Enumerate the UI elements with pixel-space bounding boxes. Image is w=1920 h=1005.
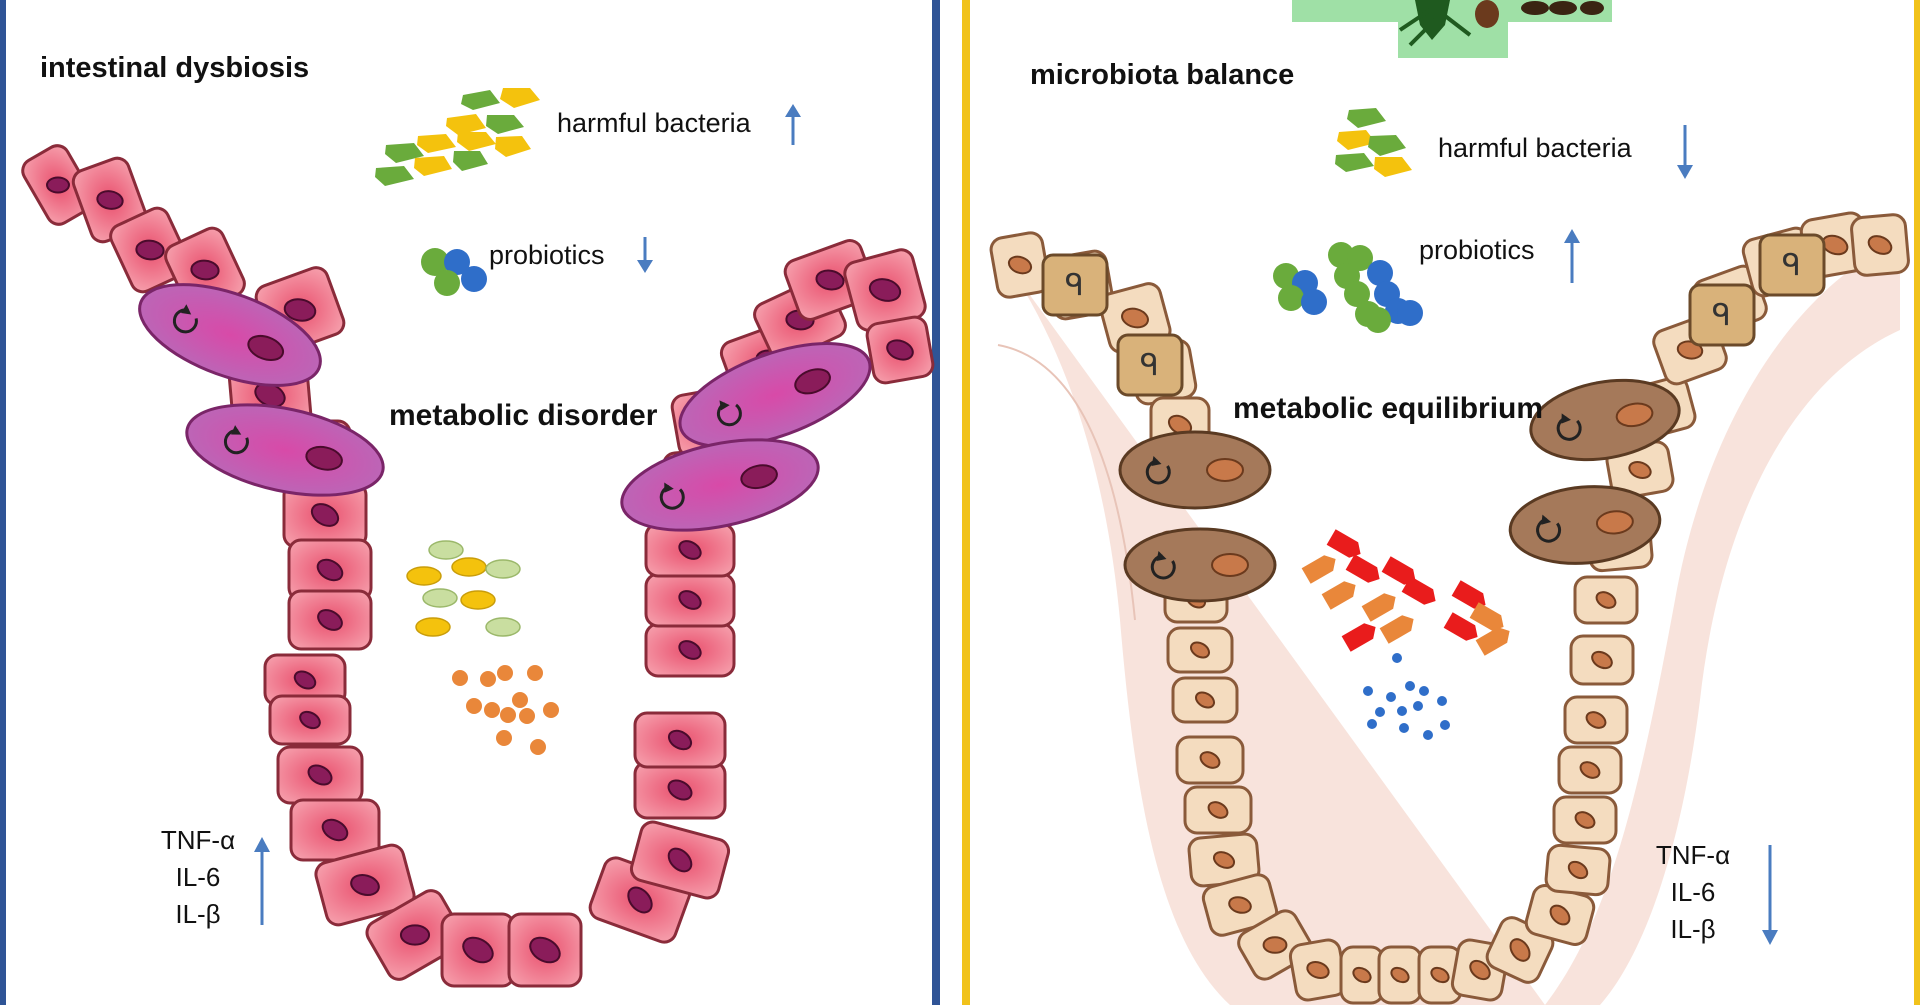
epithelial-cell (1569, 634, 1635, 686)
epithelial-cell (633, 760, 727, 820)
goblet-cell (138, 283, 322, 387)
right-panel-border (1914, 0, 1920, 1005)
herb-image-fragment (1292, 0, 1612, 58)
metabolites-right (1301, 529, 1510, 740)
epithelial-cell (268, 694, 352, 746)
epithelial-cell (644, 572, 736, 628)
epithelial-cell (440, 912, 516, 988)
epithelial-cell (1573, 575, 1639, 625)
epithelial-cell (1850, 213, 1910, 277)
right-cytokine-list: TNF-α IL-6 IL-β (1645, 837, 1741, 948)
left-panel-title: intestinal dysbiosis (40, 52, 310, 84)
harmful-bacteria-cluster-left (375, 88, 540, 186)
right-probiotics-label: probiotics (1419, 235, 1535, 265)
epithelial-cell (1187, 832, 1261, 888)
epithelial-cell (1377, 945, 1423, 1005)
right-cytokine-tnf: TNF-α (1655, 840, 1731, 870)
epithelial-cell (1201, 873, 1279, 937)
epithelial-cell (1288, 938, 1348, 1002)
svg-text:ᑫ: ᑫ (1065, 268, 1084, 303)
probiotics-cluster-left (421, 248, 487, 296)
epithelial-cell (287, 538, 373, 602)
left-cytokine-tnf: TNF-α (160, 825, 236, 855)
harmful-up-arrow-left (785, 104, 801, 145)
epithelial-cell (1175, 735, 1245, 785)
paneth-cell: ᑫ (1758, 233, 1826, 297)
epithelial-cell (1544, 843, 1612, 897)
paneth-cell: ᑫ (1688, 283, 1756, 347)
svg-text:ᑫ: ᑫ (1140, 348, 1159, 383)
epithelial-cell (1166, 626, 1234, 674)
right-panel-left-border (962, 0, 970, 1005)
epithelial-cell (287, 589, 373, 651)
goblet-cell (1118, 430, 1272, 510)
harmful-down-arrow-right (1677, 125, 1693, 179)
goblet-cell (1508, 485, 1662, 565)
left-cytokine-ilb: IL-β (175, 899, 221, 929)
right-cytokine-ilb: IL-β (1670, 914, 1716, 944)
probiotics-down-arrow-left (637, 237, 653, 273)
probiotics-cluster-right (1273, 242, 1423, 333)
epithelial-cell (1183, 785, 1253, 835)
epithelial-cell (289, 798, 381, 862)
epithelial-cell (1552, 795, 1618, 845)
probiotics-up-arrow-right (1564, 229, 1580, 283)
healthy-crypt: ᑫ ᑫ ᑫ ᑫ (989, 211, 1910, 1005)
right-harmful-bacteria-label: harmful bacteria (1438, 133, 1632, 163)
epithelial-cell (865, 315, 935, 385)
left-metabolic-label: metabolic disorder (389, 399, 658, 432)
cytokine-up-arrow-left (254, 837, 270, 925)
goblet-cell (620, 438, 820, 532)
left-panel-right-border (932, 0, 940, 1005)
right-panel-title: microbiota balance (1030, 59, 1295, 91)
left-probiotics-label: probiotics (489, 240, 605, 270)
left-harmful-bacteria-label: harmful bacteria (557, 108, 751, 138)
goblet-cell (1123, 527, 1277, 603)
epithelial-cell (507, 912, 583, 988)
paneth-cell: ᑫ (1116, 333, 1184, 397)
epithelial-cell (1524, 884, 1596, 946)
goblet-cell (1529, 378, 1681, 462)
right-cytokine-il6: IL-6 (1670, 877, 1716, 907)
epithelial-cell (1557, 745, 1623, 795)
harmful-bacteria-cluster-right (1335, 108, 1412, 177)
cytokine-down-arrow-right (1762, 845, 1778, 945)
epithelial-cell (629, 820, 731, 900)
left-cytokine-il6: IL-6 (175, 862, 221, 892)
epithelial-cell (314, 843, 416, 927)
right-metabolic-label: metabolic equilibrium (1233, 392, 1544, 425)
epithelial-cell (1171, 676, 1239, 724)
epithelial-cell (633, 711, 727, 769)
inflamed-crypt (21, 144, 935, 988)
epithelial-cell (263, 653, 347, 707)
svg-text:ᑫ: ᑫ (1712, 298, 1731, 333)
epithelial-cell (1339, 945, 1385, 1005)
epithelial-cell (276, 745, 364, 805)
goblet-cell (678, 341, 872, 449)
svg-text:ᑫ: ᑫ (1782, 248, 1801, 283)
paneth-cell: ᑫ (1041, 253, 1109, 317)
epithelial-cell (1563, 695, 1629, 745)
epithelial-cell (644, 522, 736, 578)
metabolites-left (406, 540, 559, 755)
epithelial-cell (21, 144, 95, 226)
epithelial-cell (843, 248, 927, 332)
goblet-cell (185, 403, 385, 497)
left-cytokine-list: TNF-α IL-6 IL-β (150, 822, 246, 933)
left-panel-border (0, 0, 6, 1005)
epithelial-cell (644, 622, 736, 678)
